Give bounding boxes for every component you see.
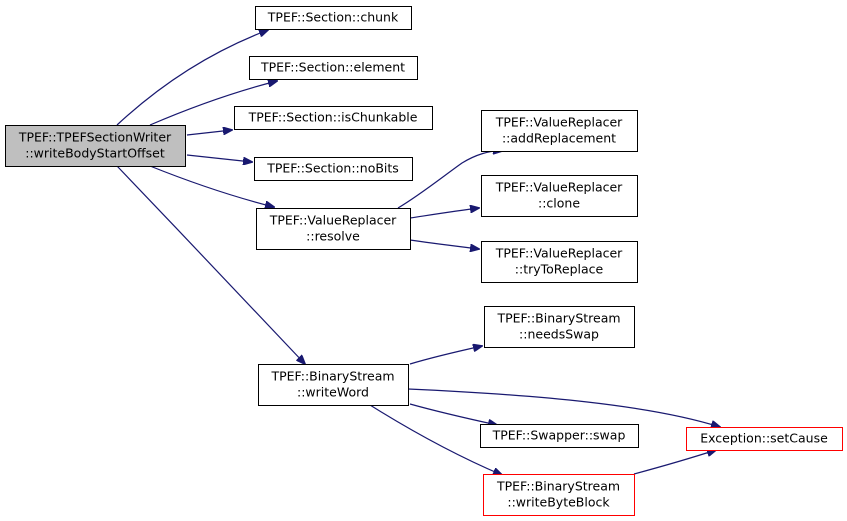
edge-resolve-to-clone [409, 208, 479, 219]
node-noBits[interactable]: TPEF::Section::noBits [254, 157, 413, 181]
node-tryToReplace[interactable]: TPEF::ValueReplacer::tryToReplace [481, 241, 638, 283]
node-setCause[interactable]: Exception::setCause [686, 427, 843, 451]
node-label: TPEF::BinaryStream [270, 369, 394, 384]
node-addReplacement[interactable]: TPEF::ValueReplacer::addReplacement [481, 110, 638, 152]
node-box [249, 56, 418, 80]
node-label: ::addReplacement [502, 131, 616, 146]
edge-root-to-chunk [116, 30, 268, 126]
node-box [481, 175, 638, 217]
node-label: TPEF::Section::isChunkable [248, 110, 418, 125]
edge-writeWord-to-swap [409, 403, 497, 425]
edge-root-to-noBits [186, 154, 252, 162]
node-chunk[interactable]: TPEF::Section::chunk [255, 6, 412, 30]
node-box [254, 157, 413, 181]
node-needsSwap[interactable]: TPEF::BinaryStream::needsSwap [484, 306, 635, 348]
node-box [481, 110, 638, 152]
edge-line [186, 154, 252, 162]
node-label: ::writeBodyStartOffset [25, 146, 165, 161]
edge-line [409, 239, 479, 249]
node-box [255, 6, 412, 30]
edge-writeByteBlock-to-setCause [633, 450, 716, 475]
node-label: ::tryToReplace [515, 262, 604, 277]
edge-line [409, 403, 497, 425]
edge-line [116, 165, 305, 364]
edge-writeWord-to-setCause [407, 388, 720, 427]
edge-writeWord-to-needsSwap [409, 346, 482, 365]
node-label: ::resolve [306, 229, 360, 244]
edge-line [149, 81, 277, 126]
node-label: TPEF::TPEFSectionWriter [18, 130, 172, 145]
node-clone[interactable]: TPEF::ValueReplacer::clone [481, 175, 638, 217]
node-label: TPEF::ValueReplacer [495, 115, 623, 130]
node-label: TPEF::Swapper::swap [492, 428, 626, 443]
edges-layer [116, 30, 720, 475]
edge-line [409, 208, 479, 219]
node-label: TPEF::Section::chunk [267, 10, 399, 25]
edge-line [369, 404, 502, 475]
node-element[interactable]: TPEF::Section::element [249, 56, 418, 80]
edge-root-to-resolve [149, 165, 274, 207]
node-label: ::writeWord [297, 385, 369, 400]
node-label: ::needsSwap [519, 327, 599, 342]
node-box [481, 241, 638, 283]
node-box [483, 474, 635, 516]
node-label: TPEF::Section::noBits [266, 161, 399, 176]
node-label: TPEF::ValueReplacer [495, 246, 623, 261]
node-writeByteBlock[interactable]: TPEF::BinaryStream::writeByteBlock [483, 474, 635, 516]
edge-line [407, 388, 720, 427]
edge-root-to-element [149, 81, 277, 126]
edge-line [633, 450, 716, 475]
edge-resolve-to-tryToReplace [409, 239, 479, 249]
node-box [5, 125, 186, 167]
node-root[interactable]: TPEF::TPEFSectionWriter::writeBodyStartO… [5, 125, 186, 167]
edge-line [149, 165, 274, 207]
edge-root-to-isChunkable [186, 130, 232, 136]
node-box [234, 106, 433, 130]
node-label: TPEF::BinaryStream [496, 479, 620, 494]
node-box [256, 208, 411, 250]
node-label: TPEF::ValueReplacer [495, 180, 623, 195]
node-label: ::writeByteBlock [507, 495, 610, 510]
edge-root-to-writeWord [116, 165, 305, 364]
edge-writeWord-to-writeByteBlock [369, 404, 502, 475]
node-box [484, 306, 635, 348]
node-box [258, 364, 409, 406]
node-resolve[interactable]: TPEF::ValueReplacer::resolve [256, 208, 411, 250]
node-label: Exception::setCause [700, 431, 828, 446]
node-box [480, 424, 639, 448]
node-writeWord[interactable]: TPEF::BinaryStream::writeWord [258, 364, 409, 406]
edge-line [186, 130, 232, 136]
node-label: TPEF::BinaryStream [496, 311, 620, 326]
node-swap[interactable]: TPEF::Swapper::swap [480, 424, 639, 448]
node-label: TPEF::ValueReplacer [269, 213, 397, 228]
node-box [686, 427, 843, 451]
node-label: ::clone [538, 196, 580, 211]
node-label: TPEF::Section::element [260, 60, 405, 75]
edge-line [116, 30, 268, 126]
edge-line [409, 346, 482, 365]
node-isChunkable[interactable]: TPEF::Section::isChunkable [234, 106, 433, 130]
nodes-layer: TPEF::TPEFSectionWriter::writeBodyStartO… [5, 6, 843, 516]
